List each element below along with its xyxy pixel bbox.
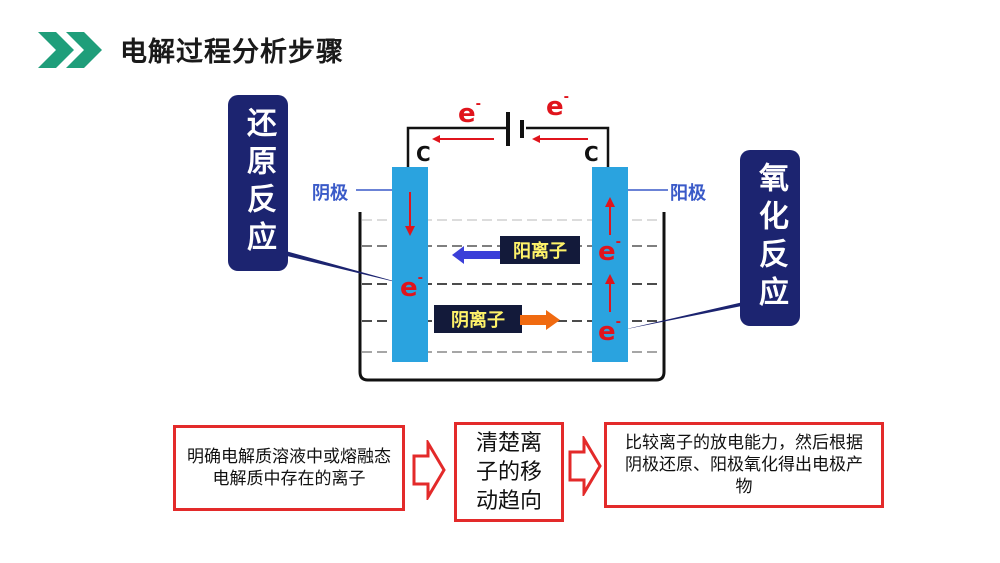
anode-material-label: C bbox=[584, 142, 599, 166]
oxidation-callout: 氧化反应 bbox=[740, 150, 800, 326]
flow-arrow-icon bbox=[568, 436, 602, 496]
flow-step-2: 清楚离子的移动趋向 bbox=[454, 422, 564, 522]
cathode-material-label: C bbox=[416, 142, 431, 166]
cathode-label: 阴极 bbox=[312, 183, 348, 204]
chevron-double-icon bbox=[38, 32, 102, 68]
anode-label: 阳极 bbox=[670, 183, 706, 204]
wire bbox=[526, 126, 610, 170]
cation-label-box: 阳离子 bbox=[500, 236, 580, 264]
anion-arrow-left bbox=[452, 246, 502, 264]
callout-pointer bbox=[622, 300, 772, 330]
anion-label-box: 阴离子 bbox=[434, 305, 522, 333]
electron-up-arrow bbox=[605, 197, 615, 235]
electron-up-arrow bbox=[605, 274, 615, 312]
flow-step-1: 明确电解质溶液中或熔融态电解质中存在的离子 bbox=[173, 425, 405, 511]
electron-symbol: e- bbox=[458, 97, 482, 129]
reduction-callout: 还原反应 bbox=[228, 95, 288, 271]
callout-pointer bbox=[262, 250, 408, 285]
beaker bbox=[358, 212, 666, 382]
cation-arrow-right bbox=[520, 310, 560, 330]
electron-symbol: e- bbox=[598, 235, 622, 267]
electron-symbol: e- bbox=[598, 315, 622, 347]
flow-arrow-icon bbox=[412, 440, 446, 500]
electron-symbol: e- bbox=[400, 271, 424, 303]
electron-symbol: e- bbox=[546, 90, 570, 122]
electron-down-arrow bbox=[405, 192, 415, 236]
flow-step-3: 比较离子的放电能力，然后根据阴极还原、阳极氧化得出电极产物 bbox=[604, 422, 884, 508]
page-title: 电解过程分析步骤 bbox=[120, 37, 344, 68]
wire bbox=[406, 126, 506, 170]
